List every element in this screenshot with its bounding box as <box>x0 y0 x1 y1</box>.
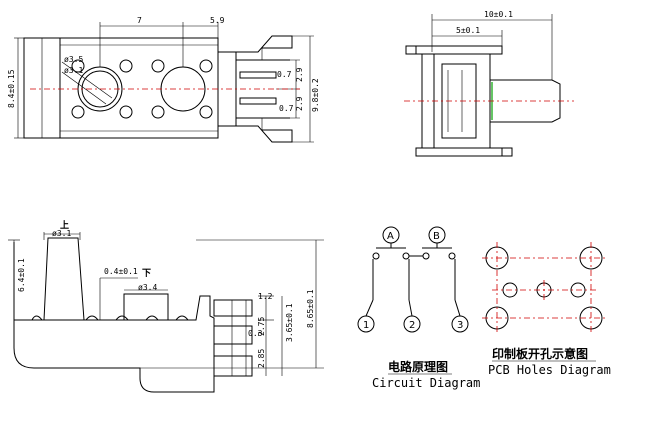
circuit-caption-cn: 电路原理图 <box>388 359 448 374</box>
pin-2-label: 2 <box>409 320 415 331</box>
pcb-caption-en: PCB Holes Diagram <box>488 363 611 377</box>
dim-pin-b: 3.65±0.1 <box>285 303 294 342</box>
dim-cap-dia: ø3.1 <box>52 229 71 238</box>
dim-hole-large: ø3.5 <box>64 55 83 64</box>
pcb-caption-cn: 印制板开孔示意图 <box>492 346 588 361</box>
switch-b-label: B <box>433 231 440 242</box>
pin-1-label: 1 <box>363 320 369 331</box>
pcb-holes-diagram: 印制板开孔示意图 PCB Holes Diagram <box>482 242 611 377</box>
dim-body: 5±0.1 <box>456 26 480 35</box>
dim-width-left: 7 <box>137 16 142 25</box>
switch-a-label: A <box>387 231 394 242</box>
dim-hole-small: ø3.1 <box>64 66 83 75</box>
dim-pin-pitch-b: 2.9 <box>295 67 304 82</box>
dim-pin-pitch-d: 0.7 <box>279 104 294 113</box>
dim-overall: 9.8±0.2 <box>311 78 320 112</box>
circuit-caption-en: Circuit Diagram <box>372 376 480 390</box>
side-view: 10±0.1 5±0.1 <box>404 10 574 157</box>
dim-pin-pitch-a: 0.7 <box>277 70 292 79</box>
dim-lower-dia: ø3.4 <box>138 283 157 292</box>
label-up: 上 <box>60 219 69 231</box>
dim-lower-offset: 0.4±0.1 <box>104 267 138 276</box>
front-view: 上 下 ø3.1 6.4±0.1 0.4±0.1 ø3.4 8.65±0.1 1… <box>8 219 324 393</box>
pin-3-label: 3 <box>457 320 463 331</box>
dim-width-right: 5.9 <box>210 16 225 25</box>
dim-total: 10±0.1 <box>484 10 513 19</box>
dim-pin-pitch-c: 2.9 <box>295 96 304 111</box>
dim-cap-height: 6.4±0.1 <box>17 258 26 292</box>
circuit-diagram: A B 1 2 3 电路原理图 Circuit Diagram <box>357 226 480 390</box>
dim-pin-d: 2.75 <box>257 317 266 336</box>
dim-pin-e: 2.85 <box>257 349 266 368</box>
top-view: 7 5.9 ø3.5 ø3.1 8.4±0.15 0.7 2.9 2.9 0.7… <box>7 16 320 143</box>
dim-height: 8.4±0.15 <box>7 69 16 108</box>
dim-pin-a: 1.2 <box>258 292 273 301</box>
label-down: 下 <box>142 268 151 279</box>
dim-pin-c: 0.3 <box>248 329 263 338</box>
dim-total-height: 8.65±0.1 <box>306 289 315 328</box>
